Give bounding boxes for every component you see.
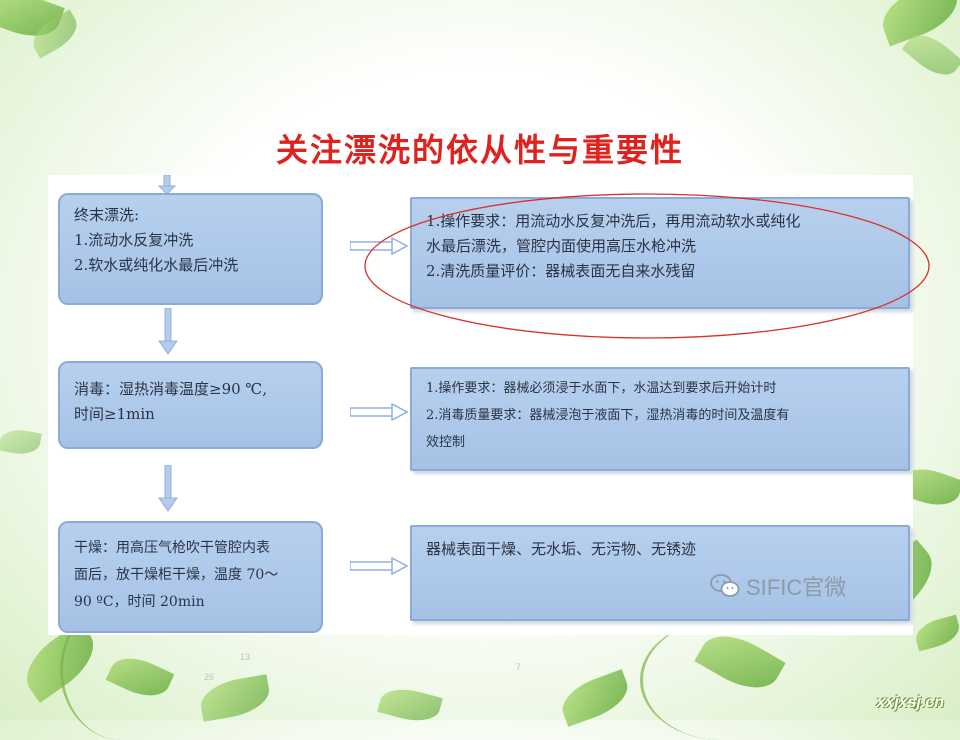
step-text-line: 消毒：湿热消毒温度≥90 ℃,	[74, 380, 267, 398]
arrow-right-icon	[350, 557, 408, 575]
requirement-text-line: 2.清洗质量评价：器械表面无自来水残留	[426, 262, 696, 280]
step-text-line: 2.软水或纯化水最后冲洗	[74, 256, 239, 274]
step-text-line: 终末漂洗:	[74, 206, 140, 224]
wechat-icon	[710, 574, 740, 597]
step-text-line: 面后，放干燥柜干燥，温度 70～	[74, 567, 279, 583]
page-number: 7	[516, 662, 522, 672]
watermark-text: SIFIC官微	[746, 575, 847, 600]
slide-title: 关注漂洗的依从性与重要性	[275, 131, 684, 170]
requirement-text-line: 效控制	[426, 435, 466, 450]
page-number: 13	[240, 652, 251, 662]
step-drying-box: 干燥：用高压气枪吹干管腔内表 面后，放干燥柜干燥，温度 70～ 90 ºC，时间…	[58, 521, 323, 633]
step-disinfection-box: 消毒：湿热消毒温度≥90 ℃, 时间≥1min	[58, 361, 323, 449]
step-text-line: 时间≥1min	[74, 405, 155, 423]
requirement-text-line: 1.操作要求：器械必须浸于水面下，水温达到要求后开始计时	[426, 381, 777, 396]
step-text-line: 90 ºC，时间 20min	[74, 594, 205, 610]
arrow-down-icon	[158, 308, 178, 355]
requirement-text-line: 水最后漂洗，管腔内面使用高压水枪冲洗	[426, 237, 697, 255]
requirement-disinfection-box: 1.操作要求：器械必须浸于水面下，水温达到要求后开始计时 2.消毒质量要求：器械…	[410, 367, 910, 471]
requirement-text-line: 器械表面干燥、无水垢、无污物、无锈迹	[426, 540, 697, 558]
arrow-down-icon	[158, 465, 178, 512]
arrow-down-icon	[158, 175, 176, 195]
requirement-text-line: 1.操作要求：用流动水反复冲洗后，再用流动软水或纯化	[426, 212, 801, 230]
page-number: 26	[204, 672, 215, 682]
step-text-line: 干燥：用高压气枪吹干管腔内表	[74, 540, 270, 556]
requirement-text-line: 2.消毒质量要求：器械浸泡于液面下，湿热消毒的时间及温度有	[426, 408, 790, 423]
step-text-line: 1.流动水反复冲洗	[74, 231, 194, 249]
arrow-right-icon	[350, 403, 408, 421]
watermark: SIFIC官微	[710, 570, 846, 602]
requirement-final-rinse-box: 1.操作要求：用流动水反复冲洗后，再用流动软水或纯化 水最后漂洗，管腔内面使用高…	[410, 197, 910, 309]
site-watermark: xxjxsj.cn	[876, 694, 944, 711]
step-final-rinse-box: 终末漂洗: 1.流动水反复冲洗 2.软水或纯化水最后冲洗	[58, 193, 323, 305]
flowchart-panel: 终末漂洗: 1.流动水反复冲洗 2.软水或纯化水最后冲洗 1.操作要求：用流动水…	[48, 175, 930, 635]
requirement-drying-box: 器械表面干燥、无水垢、无污物、无锈迹	[410, 525, 910, 621]
highlight-ellipse	[364, 193, 930, 339]
